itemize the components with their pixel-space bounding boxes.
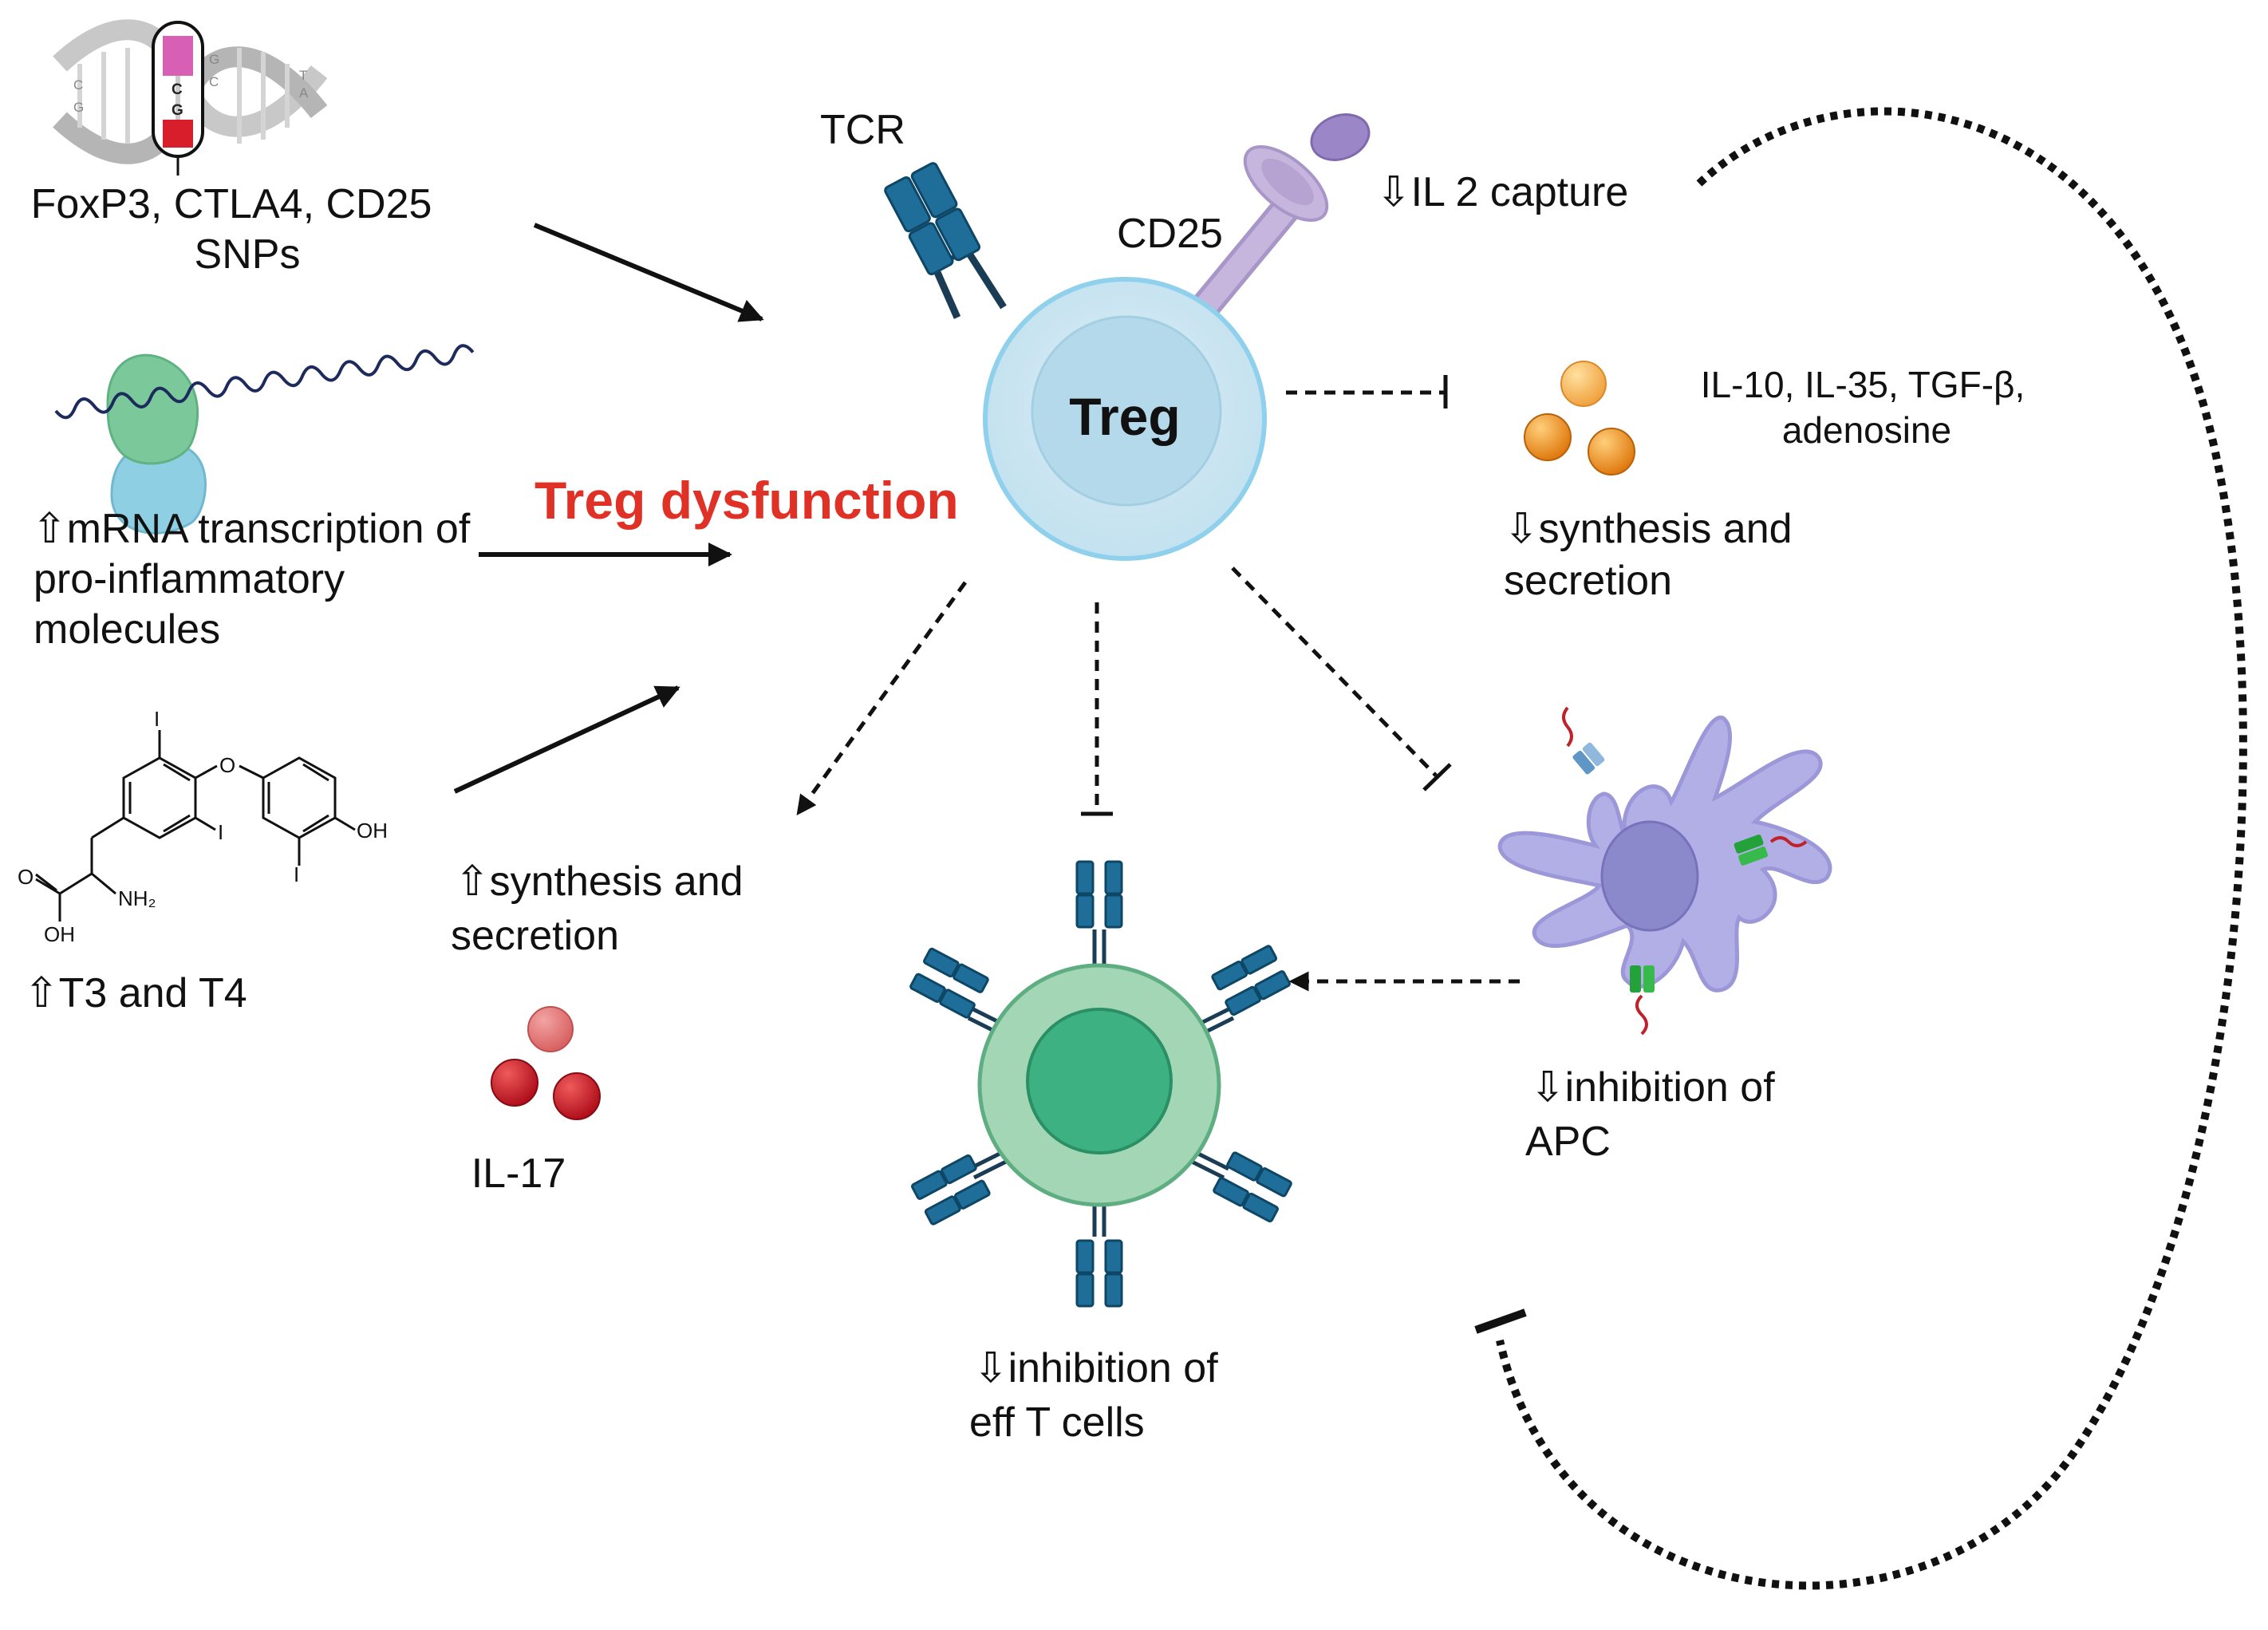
t3t4-label: ⇧T3 and T4: [24, 970, 247, 1016]
tcr-receptor-icon: [884, 162, 1007, 319]
il2-capture-label: ⇩IL 2 capture: [1376, 169, 1628, 215]
inhibition-apc-label-line2: APC: [1525, 1119, 1611, 1165]
thyroid-hormone-structure-icon: [35, 730, 356, 922]
snps-label-line2: SNPs: [195, 231, 301, 278]
dna-letter-3: G: [209, 52, 219, 67]
molecule-oxygen-bridge: O: [219, 753, 235, 777]
up-synthesis-label-line2: secretion: [451, 913, 619, 959]
apc-dendritic-cell-icon: [1497, 706, 1832, 1036]
arrow-snps-to-treg: [533, 223, 764, 322]
arrow-treg-to-il17: [795, 581, 968, 816]
dna-letter-7: T: [299, 68, 307, 83]
down-synthesis-label-line2: secretion: [1504, 558, 1672, 604]
dna-letter-6: G: [172, 102, 183, 119]
molecule-iodine-2: I: [218, 820, 223, 844]
treg-dysfunction-title: Treg dysfunction: [534, 471, 959, 530]
dna-letter-8: A: [299, 85, 309, 101]
feedback-loop-inhibition: [1474, 107, 2247, 1590]
il17-label: IL-17: [471, 1150, 566, 1197]
mrna-label-line1: ⇧mRNA transcription of: [32, 506, 471, 552]
il17-dots-icon: [491, 1006, 601, 1120]
dna-letter-4: C: [209, 74, 219, 89]
snps-label-line1: FoxP3, CTLA4, CD25: [31, 181, 432, 227]
input-arrows: [453, 223, 764, 794]
cytokines-label-line2: adenosine: [1782, 409, 1951, 451]
inhibit-apc-line: [1231, 566, 1452, 791]
molecule-acid-oh: OH: [44, 922, 75, 946]
inhibit-cytokines-line: [1286, 375, 1448, 408]
tcr-label: TCR: [820, 107, 905, 153]
dna-snp-icon: C G G C T A C G: [53, 19, 328, 176]
molecule-iodine-1: I: [154, 707, 160, 731]
dna-letter-2: G: [73, 100, 84, 115]
treg-label: Treg: [1069, 387, 1180, 446]
molecule-iodine-3: I: [294, 862, 299, 886]
cd25-receptor-icon: [1189, 144, 1329, 322]
treg-cell: [983, 277, 1267, 561]
cytokine-dots-icon: [1524, 361, 1635, 476]
effector-t-cell-icon: [909, 860, 1292, 1308]
inhibit-eff-line: [1081, 602, 1113, 816]
inhibition-eff-label-line1: ⇩inhibition of: [973, 1345, 1218, 1391]
down-synthesis-label-line1: ⇩synthesis and: [1504, 506, 1793, 552]
mrna-label-line2: pro-inflammatory: [34, 556, 345, 602]
inhibition-apc-label-line1: ⇩inhibition of: [1530, 1064, 1775, 1111]
inhibition-eff-label-line2: eff T cells: [969, 1399, 1145, 1446]
arrow-t3t4-to-treg: [453, 685, 680, 794]
up-synthesis-label-line1: ⇧synthesis and: [455, 858, 744, 905]
ribosome-mrna-icon: [54, 344, 475, 535]
molecule-oh: OH: [357, 819, 388, 843]
molecule-carbonyl-o: O: [18, 865, 34, 889]
mrna-label-line3: molecules: [34, 606, 220, 653]
molecule-nh2: NH₂: [118, 886, 156, 910]
il2-ligand-icon: [1310, 113, 1371, 161]
dna-letter-5: C: [172, 81, 183, 98]
cytokines-label-line1: IL-10, IL-35, TGF-β,: [1701, 364, 2025, 405]
dna-letter-1: C: [73, 77, 83, 93]
cd25-label: CD25: [1117, 211, 1223, 257]
